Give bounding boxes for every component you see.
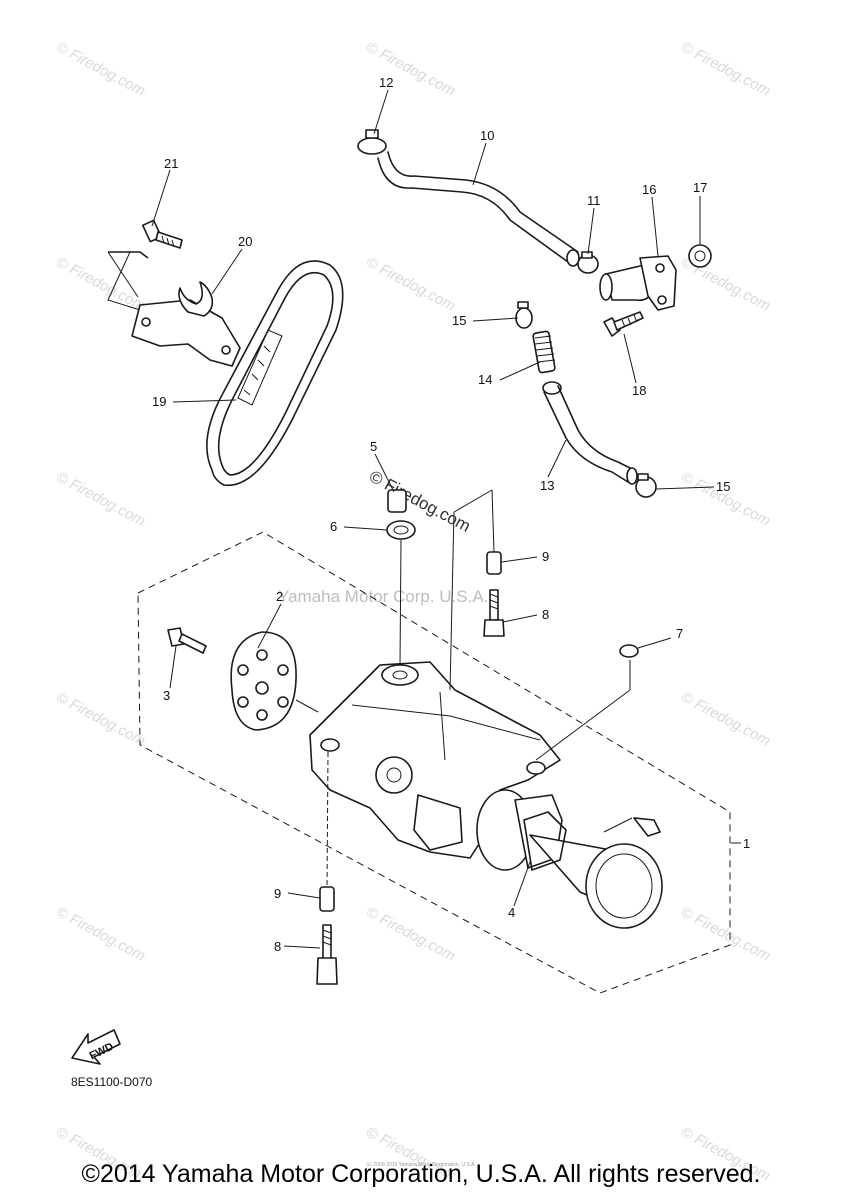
copyright-footer: ©2014 Yamaha Motor Corporation, U.S.A. A… (81, 1160, 761, 1188)
callout-6: 6 (330, 519, 337, 534)
fwd-arrow: FWD (71, 1029, 121, 1065)
watermark: © Firedog.com (53, 689, 148, 750)
callout-15: 15 (452, 313, 466, 328)
callout-1: 1 (743, 836, 750, 851)
footer-small-print: (c) 2000-2015 Yamaha Motor Corporation, … (366, 1162, 476, 1168)
chain-guide-20 (107, 251, 241, 367)
center-watermark: © Firedog.com (366, 467, 474, 536)
clamp-12 (357, 129, 387, 155)
leader-lines (107, 89, 741, 949)
callout-5: 5 (370, 439, 377, 454)
bolt-21 (141, 219, 183, 249)
watermark: © Firedog.com (53, 254, 148, 315)
oil-pump-assembly (309, 661, 663, 929)
dowel-9-top (486, 551, 502, 575)
callout-20: 20 (238, 234, 252, 249)
callout-3: 3 (163, 688, 170, 703)
callout-4: 4 (508, 905, 515, 920)
watermark: © Firedog.com (678, 904, 773, 965)
watermark: © Firedog.com (363, 254, 458, 315)
callout-19: 19 (152, 394, 166, 409)
bolt-8-bottom (316, 924, 338, 985)
dowel-9-bottom (319, 886, 335, 912)
clamp-15-bottom (635, 473, 657, 498)
callout-9: 9 (542, 549, 549, 564)
assembly-boundary (137, 531, 731, 994)
watermark: © Firedog.com (53, 904, 148, 965)
callout-8: 8 (542, 607, 549, 622)
callout-7: 7 (676, 626, 683, 641)
o-ring-17 (688, 244, 712, 268)
callout-12: 12 (379, 75, 393, 90)
callout-13: 13 (540, 478, 554, 493)
bolt-18 (603, 311, 644, 337)
hose-10 (377, 151, 580, 267)
callout-16: 16 (642, 182, 656, 197)
watermark: © Firedog.com (53, 39, 148, 100)
spring-14 (532, 330, 556, 374)
callout-18: 18 (632, 383, 646, 398)
callout-21: 21 (164, 156, 178, 171)
part-5 (387, 489, 407, 513)
bolt-3 (167, 627, 207, 654)
watermarks: © Firedog.com © Firedog.com © Firedog.co… (53, 39, 773, 1185)
callout-14: 14 (478, 372, 492, 387)
seal-6 (386, 520, 416, 540)
callout-9: 9 (274, 886, 281, 901)
watermark: © Firedog.com (363, 39, 458, 100)
diagram-code: 8ES1100-D070 (71, 1075, 152, 1089)
callout-2: 2 (276, 589, 283, 604)
callout-15: 15 (716, 479, 730, 494)
watermark: © Firedog.com (678, 469, 773, 530)
chain-19 (206, 260, 344, 487)
sprocket-2 (230, 631, 297, 731)
pipe-16 (599, 255, 677, 311)
callout-11: 11 (587, 193, 601, 208)
watermark: © Firedog.com (363, 904, 458, 965)
part-7 (619, 644, 639, 658)
center-watermark-2: Yamaha Motor Corp. U.S.A. (278, 587, 488, 606)
clamp-15-top (515, 301, 533, 329)
callout-10: 10 (480, 128, 494, 143)
gasket-4 (523, 811, 567, 871)
watermark: © Firedog.com (678, 39, 773, 100)
callout-17: 17 (693, 180, 707, 195)
bolt-8-top (483, 589, 505, 637)
hose-13 (542, 381, 638, 485)
watermark: © Firedog.com (678, 689, 773, 750)
watermark: © Firedog.com (53, 469, 148, 530)
callouts: 12 10 11 16 17 15 14 18 13 15 21 20 19 5… (152, 75, 750, 954)
callout-8: 8 (274, 939, 281, 954)
clamp-11 (577, 251, 599, 274)
